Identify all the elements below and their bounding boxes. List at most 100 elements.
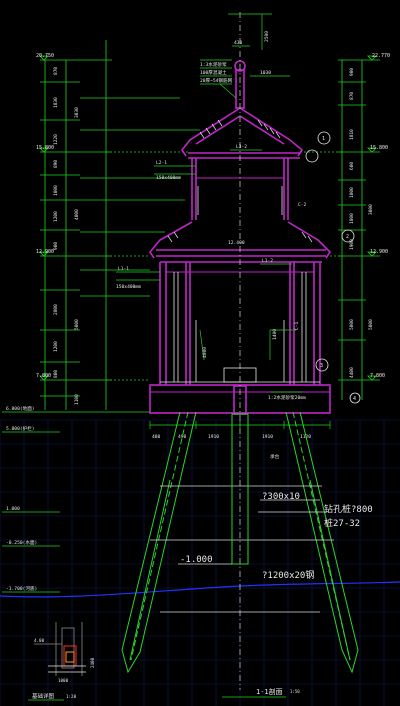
neg-1000: -1.000 [180,555,213,565]
col-c1-dim: 1400 [272,329,278,340]
dim-480: 480 [152,434,161,440]
foundation-detail-texts: 4.00 2400 1000 基础详图 1:20 [32,638,95,700]
top-small-dim: 430 [234,40,243,46]
lower-level-lines [2,411,150,593]
elev-platform-right: 7.800 [370,373,385,379]
svg-text:5000: 5000 [74,319,80,330]
elev-platform-left: 7.800 [36,373,51,379]
pile-spec-3: 桩27-32 [324,517,360,529]
elev-top-left: 20.750 [36,53,54,59]
node-4: 4 [353,396,356,402]
elev-neg1700: -1.700(河底) [6,585,37,592]
elev-upper-right: 15.800 [370,145,388,151]
beam-l1-size: 150x400mm [116,284,141,290]
platform-note: 1:2水泥砂浆20mm [268,394,306,401]
beam-l2: L2-1 [156,160,167,166]
beam-l1-2: L1-2 [262,258,273,264]
dim-1910-left: 1910 [208,434,219,440]
svg-text:1800: 1800 [349,213,355,224]
svg-text:1200: 1200 [53,341,59,352]
svg-text:800: 800 [53,370,59,378]
elev-mid-right: 12.900 [370,249,388,255]
node-1: 1 [322,136,325,142]
svg-text:4400: 4400 [349,367,355,378]
annotations [116,13,331,429]
svg-text:3000: 3000 [368,204,374,215]
detail-dim-2: 2400 [90,657,95,668]
dim-12400: 12.400 [228,240,245,246]
foundation-detail [28,622,86,701]
roof-structure [149,60,332,415]
beam-l1: L1-1 [118,266,129,272]
elev-mid-left: 12.900 [36,249,54,255]
roof-spec-3: 20厚~54钢筋网 [200,77,233,84]
rotated-dim-texts: 2500 1400 4080 C-1 [202,31,300,358]
section-title-block: 1-1剖面 1:50 [222,687,300,698]
svg-text:5000: 5000 [368,319,374,330]
elev-neg0250: -0.250(水面) [6,539,37,546]
detail-label: 基础详图 [32,692,55,700]
elev-top-right: 22.770 [372,53,390,59]
svg-text:1100: 1100 [74,394,80,405]
elev-1000: 1.000 [6,506,20,512]
svg-text:890: 890 [53,160,59,168]
pile-spec-2: 钻孔桩?800 [324,503,373,515]
svg-text:1000: 1000 [349,187,355,198]
dim-4080: 4080 [202,347,208,358]
svg-text:4000: 4000 [74,209,80,220]
roof-hatching [167,119,313,243]
svg-text:2800: 2800 [53,304,59,315]
roof-spec-1: 1:3水泥砂浆 [200,61,227,68]
section-scale: 1:50 [290,689,300,694]
ridge-dim: 1030 [260,70,271,76]
svg-text:1000: 1000 [53,185,59,196]
svg-text:870: 870 [53,67,59,75]
elev-upper-left: 15.800 [36,145,54,151]
section-title: 1-1剖面 [256,687,283,696]
beam-l3: L3-2 [236,144,247,150]
svg-text:1810: 1810 [349,129,355,140]
col-c2: C-2 [298,202,307,208]
detail-dim: 4.00 [34,638,45,643]
node-markers [305,131,361,404]
water-line [0,581,400,598]
svg-text:600: 600 [349,162,355,170]
elevation-texts: 20.750 22.770 15.800 15.800 12.900 12.90… [36,53,390,379]
svg-text:5000: 5000 [349,319,355,330]
pile-texts: ?300x10 钻孔桩?800 桩27-32 -1.000 ?1200x20钢 [180,492,373,581]
dim-490: 490 [178,434,187,440]
piles [121,411,359,674]
node-3: 3 [320,363,323,369]
elev-ground: 6.800(地面) [6,405,35,412]
detail-scale: 1:20 [66,694,77,699]
svg-text:3030: 3030 [74,107,80,118]
left-dim-numbers: 870 1830 1220 890 1000 1200 900 2800 120… [53,67,80,405]
svg-text:1220: 1220 [53,134,59,145]
lower-level-texts: 6.800(地面) 5.800(护栏) 1.000 -0.250(水面) -1.… [6,405,37,592]
top-dim-2500: 2500 [264,31,270,42]
right-dim-numbers: 900 870 1810 600 1000 1800 1900 5000 440… [349,68,374,378]
beam-l2-size: 150x400mm [156,175,181,181]
detail-dim-3: 1000 [58,678,69,683]
right-dimension-column [300,59,380,400]
elev-5800: 5.800(护栏) [6,425,35,432]
pile-cap-label: 承台 [270,453,280,460]
pile-spec-4: ?1200x20钢 [262,569,314,581]
svg-text:900: 900 [53,242,59,250]
node-numbers: 1 2 3 4 [320,136,356,402]
svg-text:870: 870 [349,92,355,100]
background-grid [0,419,400,706]
pile-spec-1: ?300x10 [262,492,300,502]
dim-1910-right: 1910 [262,434,273,440]
svg-text:1830: 1830 [53,97,59,108]
svg-text:1200: 1200 [53,211,59,222]
node-2: 2 [346,234,349,240]
svg-text:900: 900 [349,68,355,76]
svg-text:1900: 1900 [349,239,355,250]
left-dimension-column [40,40,200,410]
roof-spec-2: 100厚混凝土 [200,69,227,76]
elevation-markers [39,55,377,381]
col-c1: C-1 [294,321,300,330]
